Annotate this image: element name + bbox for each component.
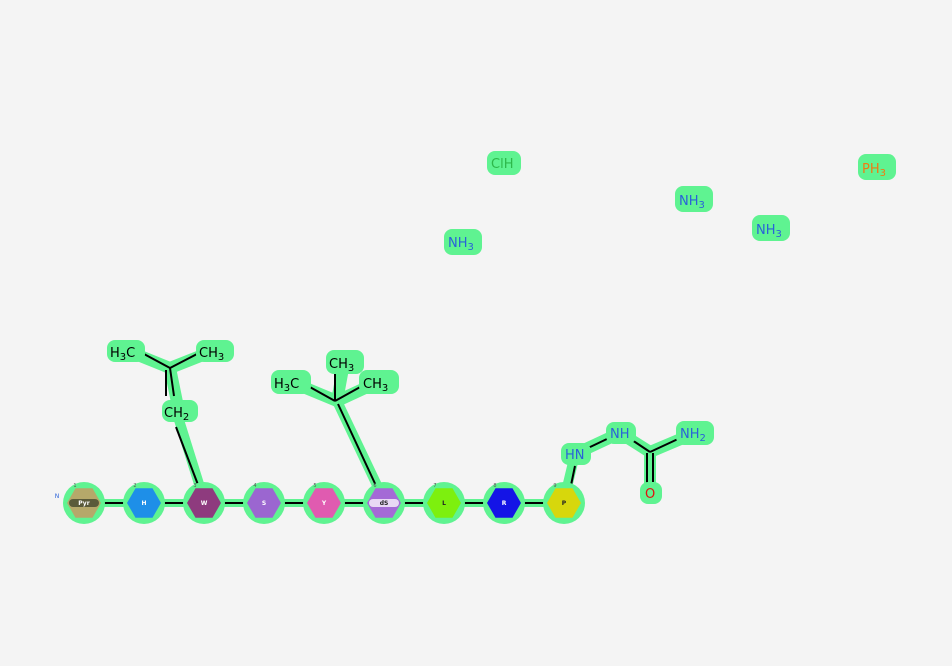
residue-label-band: [69, 499, 99, 507]
nh2-label: NH2: [680, 427, 706, 444]
residue-label: L: [442, 500, 446, 507]
left-tbutyl-methyl-label: H3C: [274, 377, 299, 394]
residue-number: 1: [73, 483, 76, 489]
residue-hexagon: [247, 488, 281, 518]
residue-6: dS 6: [363, 482, 405, 524]
fragment-ammonia-1: NH3: [444, 229, 482, 255]
ch2-label: CH2: [164, 406, 189, 423]
residue-label: R: [502, 500, 507, 507]
right-tbutyl-methyl-label: CH3: [363, 377, 388, 394]
residue-number: 6: [373, 483, 376, 489]
semicarbazide-group: HN NH NH2 O: [561, 421, 714, 504]
fragment-phosphine: PH3: [858, 154, 896, 180]
fragment-ammonia-3: NH3: [752, 215, 790, 241]
nh-label: NH: [610, 427, 630, 442]
oxygen-label: O: [645, 487, 655, 502]
top-methyl-label: CH3: [329, 357, 354, 374]
residue-9: P9: [543, 482, 585, 524]
residue-label: H: [141, 500, 146, 507]
residue-label: W: [201, 500, 208, 507]
residue-number: 4: [253, 483, 256, 489]
residue-hexagon: [487, 488, 521, 518]
residue-hexagon: [127, 488, 161, 518]
fragment-ammonia-2: NH3: [675, 186, 713, 212]
residue-label: dS: [380, 500, 389, 507]
residue-2: H2: [123, 482, 165, 524]
fragment-chlorine: ClH: [487, 151, 521, 175]
svg-text:ClH: ClH: [491, 157, 513, 172]
hn-label: HN: [565, 448, 585, 463]
svg-text:PH3: PH3: [862, 162, 886, 179]
residue-number: 7: [433, 483, 436, 489]
residue-5: Y5: [303, 482, 345, 524]
residue-8: R8: [483, 482, 525, 524]
residue-4: S4: [243, 482, 285, 524]
n-terminus-label: N: [55, 493, 60, 500]
residue-hexagon: [547, 488, 581, 518]
svg-text:NH3: NH3: [679, 194, 705, 211]
residue-1: Pyr 1: [63, 482, 105, 524]
residue-hexagon: [187, 488, 221, 518]
tert-butyl-group: CH3 H3C CH3: [271, 350, 399, 394]
residue-number: 9: [553, 483, 556, 489]
residue-number: 8: [493, 483, 496, 489]
right-methyl-label: CH3: [199, 346, 224, 363]
residue-3: W3: [183, 482, 225, 524]
residue-number: 5: [313, 483, 316, 489]
residue-number: 2: [133, 483, 136, 489]
left-methyl-label: H3C: [110, 346, 135, 363]
residue-label: S: [262, 500, 266, 507]
residue-label: Pyr: [78, 500, 89, 507]
svg-text:NH3: NH3: [448, 236, 474, 253]
residue-hexagon: [427, 488, 461, 518]
isobutyl-group: CH2 H3C CH3: [107, 340, 234, 423]
svg-text:NH3: NH3: [756, 223, 782, 240]
residue-number: 3: [193, 483, 196, 489]
residue-label: Y: [321, 500, 327, 507]
residue-label-band: [369, 499, 399, 507]
residue-7: L7: [423, 482, 465, 524]
residue-hexagon: [307, 488, 341, 518]
residue-label: P: [562, 500, 567, 507]
